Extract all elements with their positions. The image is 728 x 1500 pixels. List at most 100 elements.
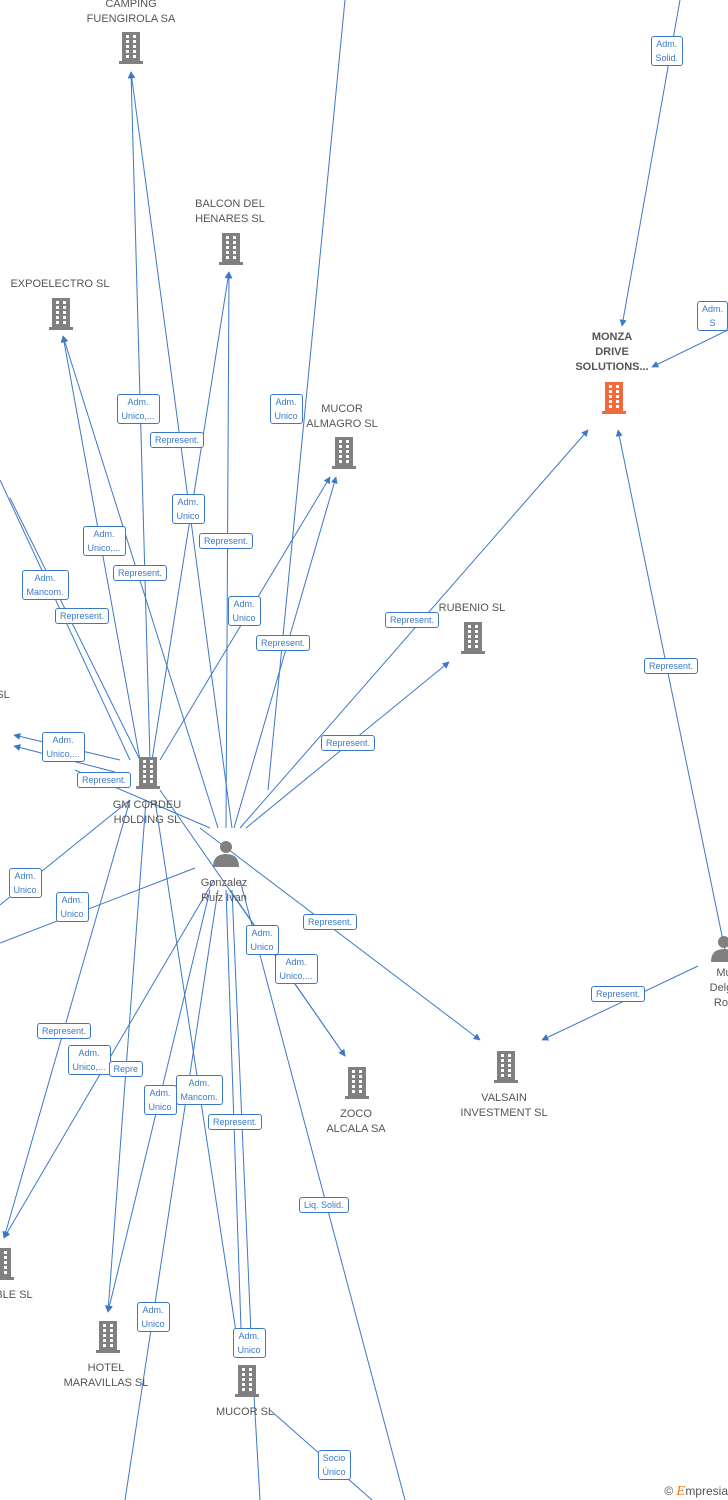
edge-label-line: Adm.: [34, 573, 56, 583]
edge-label-line: Represent.: [261, 638, 306, 648]
edge-label-line: Unico,...: [87, 543, 121, 553]
person-icon[interactable]: [213, 841, 239, 867]
edge-label[interactable]: Represent.: [591, 986, 646, 1002]
company-icon[interactable]: [96, 1321, 120, 1353]
edge-label[interactable]: Adm.Unico,...: [41, 732, 85, 762]
edge-label[interactable]: Adm. Unico: [269, 394, 303, 424]
edge-label[interactable]: Represent.: [385, 612, 440, 628]
node-label-mucor-almagro[interactable]: MUCOR ALMAGRO SL: [297, 402, 387, 432]
node-label-line: INVESTMENT SL: [460, 1107, 548, 1119]
edge-label-line: Represent.: [204, 536, 249, 546]
company-icon[interactable]: [235, 1365, 259, 1397]
edge-label-line: Unico,...: [121, 411, 155, 421]
company-icon[interactable]: [494, 1051, 518, 1083]
node-label-line: Rob: [713, 997, 728, 1009]
edge-label-line: Adm.: [238, 1331, 260, 1341]
edge-label[interactable]: Represent.: [256, 635, 311, 651]
edge-label[interactable]: Represent.: [77, 772, 132, 788]
company-icon[interactable]: [219, 233, 243, 265]
relationship-edge: [61, 335, 219, 829]
edge-label[interactable]: Adm.Mancom.: [175, 1075, 223, 1105]
company-icon[interactable]: [49, 298, 73, 330]
edge-label-line: Unico: [13, 885, 37, 895]
relationship-edge: [651, 329, 728, 368]
edge-label-line: Unico: [141, 1319, 165, 1329]
company-icon[interactable]: [119, 32, 143, 64]
edge-label-line: Único: [322, 1467, 346, 1477]
company-icon[interactable]: [0, 1248, 14, 1280]
node-label-line: MARAVILLAS SL: [63, 1377, 149, 1389]
focus-company-icon[interactable]: [602, 382, 626, 414]
node-label-line: CAMPING: [105, 0, 157, 10]
node-label-ble-sl[interactable]: BLE SL: [0, 1288, 36, 1303]
edge-label-line: Represent.: [390, 615, 435, 625]
edge-label[interactable]: Adm.Unico: [171, 494, 205, 524]
edge-label-line: Adm.: [93, 529, 115, 539]
edge-label-line: Represent.: [60, 611, 105, 621]
company-icon[interactable]: [332, 437, 356, 469]
edge-label-line: Represent.: [82, 775, 127, 785]
edge-label[interactable]: Represent.: [37, 1023, 92, 1039]
edge-label[interactable]: Adm.Unico: [8, 868, 42, 898]
node-label-left-sl[interactable]: SL: [0, 688, 15, 703]
edge-label-line: Represent.: [308, 917, 353, 927]
edge-label[interactable]: Represent.: [644, 658, 699, 674]
edge-label[interactable]: Adm.Unico,...: [67, 1045, 111, 1075]
edge-label[interactable]: Represent.: [113, 565, 168, 581]
edge-label-line: Unico: [274, 411, 298, 421]
edge-label[interactable]: Adm.Unico: [227, 596, 261, 626]
edge-label[interactable]: Adm.Unico: [232, 1328, 266, 1358]
relationship-edge: [253, 1394, 261, 1500]
edge-label[interactable]: Adm.Unico: [136, 1302, 170, 1332]
node-label-line: DRIVE: [595, 346, 629, 358]
edge-label[interactable]: Liq. Solid.: [299, 1197, 349, 1213]
edge-label[interactable]: Represent.: [199, 533, 254, 549]
node-label-line: MUCOR: [321, 403, 363, 415]
edge-label[interactable]: Represent.: [208, 1114, 263, 1130]
company-icon[interactable]: [461, 622, 485, 654]
node-label-line: RUBENIO SL: [438, 602, 506, 614]
company-icon[interactable]: [345, 1067, 369, 1099]
edge-label-line: Unico,...: [279, 971, 313, 981]
node-label-line: ALMAGRO SL: [306, 418, 378, 430]
edge-label-line: Adm.: [275, 397, 297, 407]
edge-label[interactable]: Represent.: [150, 432, 205, 448]
edge-label[interactable]: Adm.Solid.: [650, 36, 684, 66]
node-label-mucor-sl[interactable]: MUCOR SL: [210, 1405, 280, 1420]
node-label-valsain[interactable]: VALSAIN INVESTMENT SL: [454, 1091, 554, 1121]
edge-label[interactable]: Represent.: [303, 914, 358, 930]
edge-label-line: Adm.: [188, 1078, 210, 1088]
edge-label[interactable]: Repre: [108, 1061, 144, 1077]
company-icon[interactable]: [136, 757, 160, 789]
edge-label[interactable]: Represent.: [321, 735, 376, 751]
relationship-edge: [124, 889, 219, 1500]
edge-label[interactable]: Adm.Unico,...: [274, 954, 318, 984]
node-label-line: Mu: [716, 967, 728, 979]
node-label-expoelectro[interactable]: EXPOELECTRO SL: [5, 277, 115, 292]
person-icon[interactable]: [711, 936, 728, 962]
edge-label[interactable]: Adm. Unico,...: [82, 526, 126, 556]
brand-logo-initial: E: [676, 1484, 686, 1498]
node-label-line: VALSAIN: [481, 1092, 527, 1104]
node-label-rubenio[interactable]: RUBENIO SL: [432, 601, 512, 616]
edge-label[interactable]: Adm.Unico,...: [116, 394, 160, 424]
edge-label[interactable]: Adm.Mancom.: [21, 570, 69, 600]
edge-label[interactable]: Adm.Unico: [143, 1085, 177, 1115]
edge-label[interactable]: Adm.Unico: [245, 925, 279, 955]
edge-label-line: Unico: [148, 1102, 172, 1112]
edge-label[interactable]: Represent.: [55, 608, 110, 624]
edge-label[interactable]: Adm.S: [697, 301, 728, 331]
node-label-line: HOLDING SL: [113, 814, 181, 826]
node-label-person-right[interactable]: MuDelgaRob: [704, 966, 728, 1011]
edge-label[interactable]: Adm.Unico: [55, 892, 89, 922]
edge-label-line: Unico: [176, 511, 200, 521]
edge-label-line: Unico,...: [46, 749, 80, 759]
